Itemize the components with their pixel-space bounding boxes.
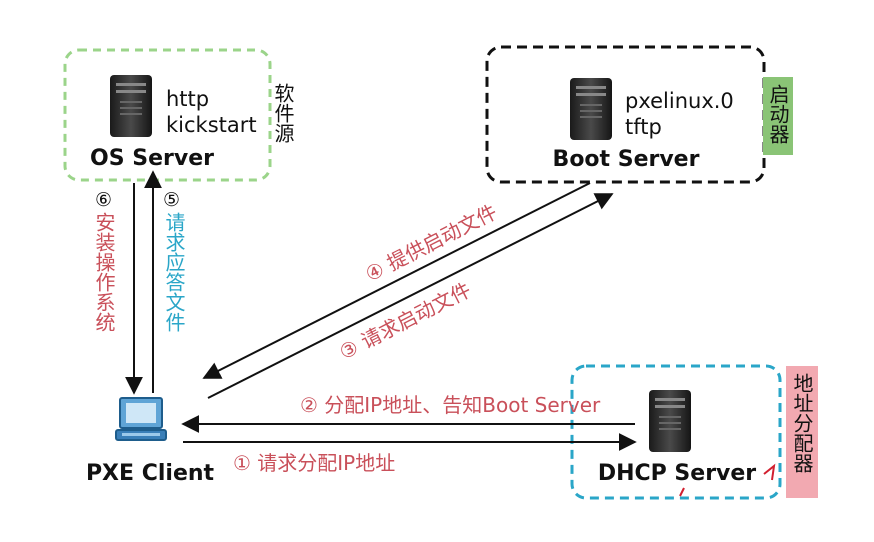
- dhcp-server-title: DHCP Server: [598, 461, 756, 486]
- arrow-request-boot-file: [207, 193, 614, 399]
- pxe-client-node: PXE Client: [86, 397, 215, 486]
- boot-server-side-label: 启动器: [766, 84, 790, 144]
- server-icon: [649, 390, 691, 452]
- arrow-1-label: ① 请求分配IP地址: [233, 451, 395, 475]
- boot-server-side-tag: [763, 77, 793, 155]
- os-server-title: OS Server: [90, 146, 214, 171]
- arrow-5-number: ⑤: [163, 189, 180, 211]
- os-server-service-2: kickstart: [166, 113, 257, 137]
- annotation-mark: [679, 487, 685, 497]
- server-icon: [110, 75, 152, 137]
- arrow-2-label: ② 分配IP地址、告知Boot Server: [300, 393, 601, 417]
- server-icon: [570, 78, 612, 140]
- pxe-client-title: PXE Client: [86, 461, 215, 486]
- dhcp-server-side-label: 地址分配器: [790, 373, 814, 473]
- dhcp-server-side-tag: [786, 366, 818, 498]
- arrow-6-label: 安装操作系统: [92, 212, 116, 332]
- arrow-provide-boot-file: [202, 182, 591, 379]
- annotation-mark: [763, 463, 776, 481]
- boot-server-title: Boot Server: [553, 147, 700, 172]
- os-server-service-1: http: [166, 87, 209, 111]
- computer-icon: [115, 397, 167, 441]
- boot-server-service-1: pxelinux.0: [625, 89, 734, 113]
- dhcp-server-border: [570, 364, 782, 500]
- boot-server-node: pxelinux.0 tftp Boot Server: [485, 45, 766, 184]
- arrow-6-number: ⑥: [95, 189, 112, 211]
- arrow-4-label: ④ 提供启动文件: [361, 200, 500, 287]
- os-server-border: [63, 48, 272, 182]
- arrow-5-label: 请求应答文件: [162, 212, 186, 332]
- dhcp-server-node: DHCP Server: [570, 364, 782, 500]
- arrow-3-label: ③ 请求启动文件: [335, 278, 474, 365]
- os-server-side-label: 软件源: [271, 83, 295, 143]
- os-server-node: http kickstart OS Server: [63, 48, 272, 182]
- boot-server-service-2: tftp: [625, 115, 662, 139]
